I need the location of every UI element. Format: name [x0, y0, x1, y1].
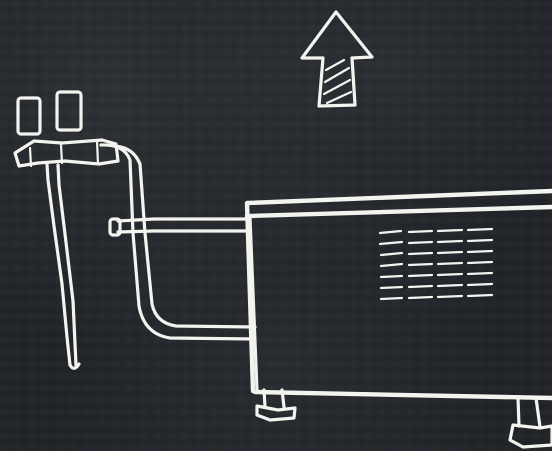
vent-icon [378, 227, 494, 301]
pipe-line [99, 143, 257, 341]
cooler-cabinet [244, 188, 552, 449]
handpump-icon [13, 90, 120, 370]
up-arrow-icon [300, 10, 374, 108]
